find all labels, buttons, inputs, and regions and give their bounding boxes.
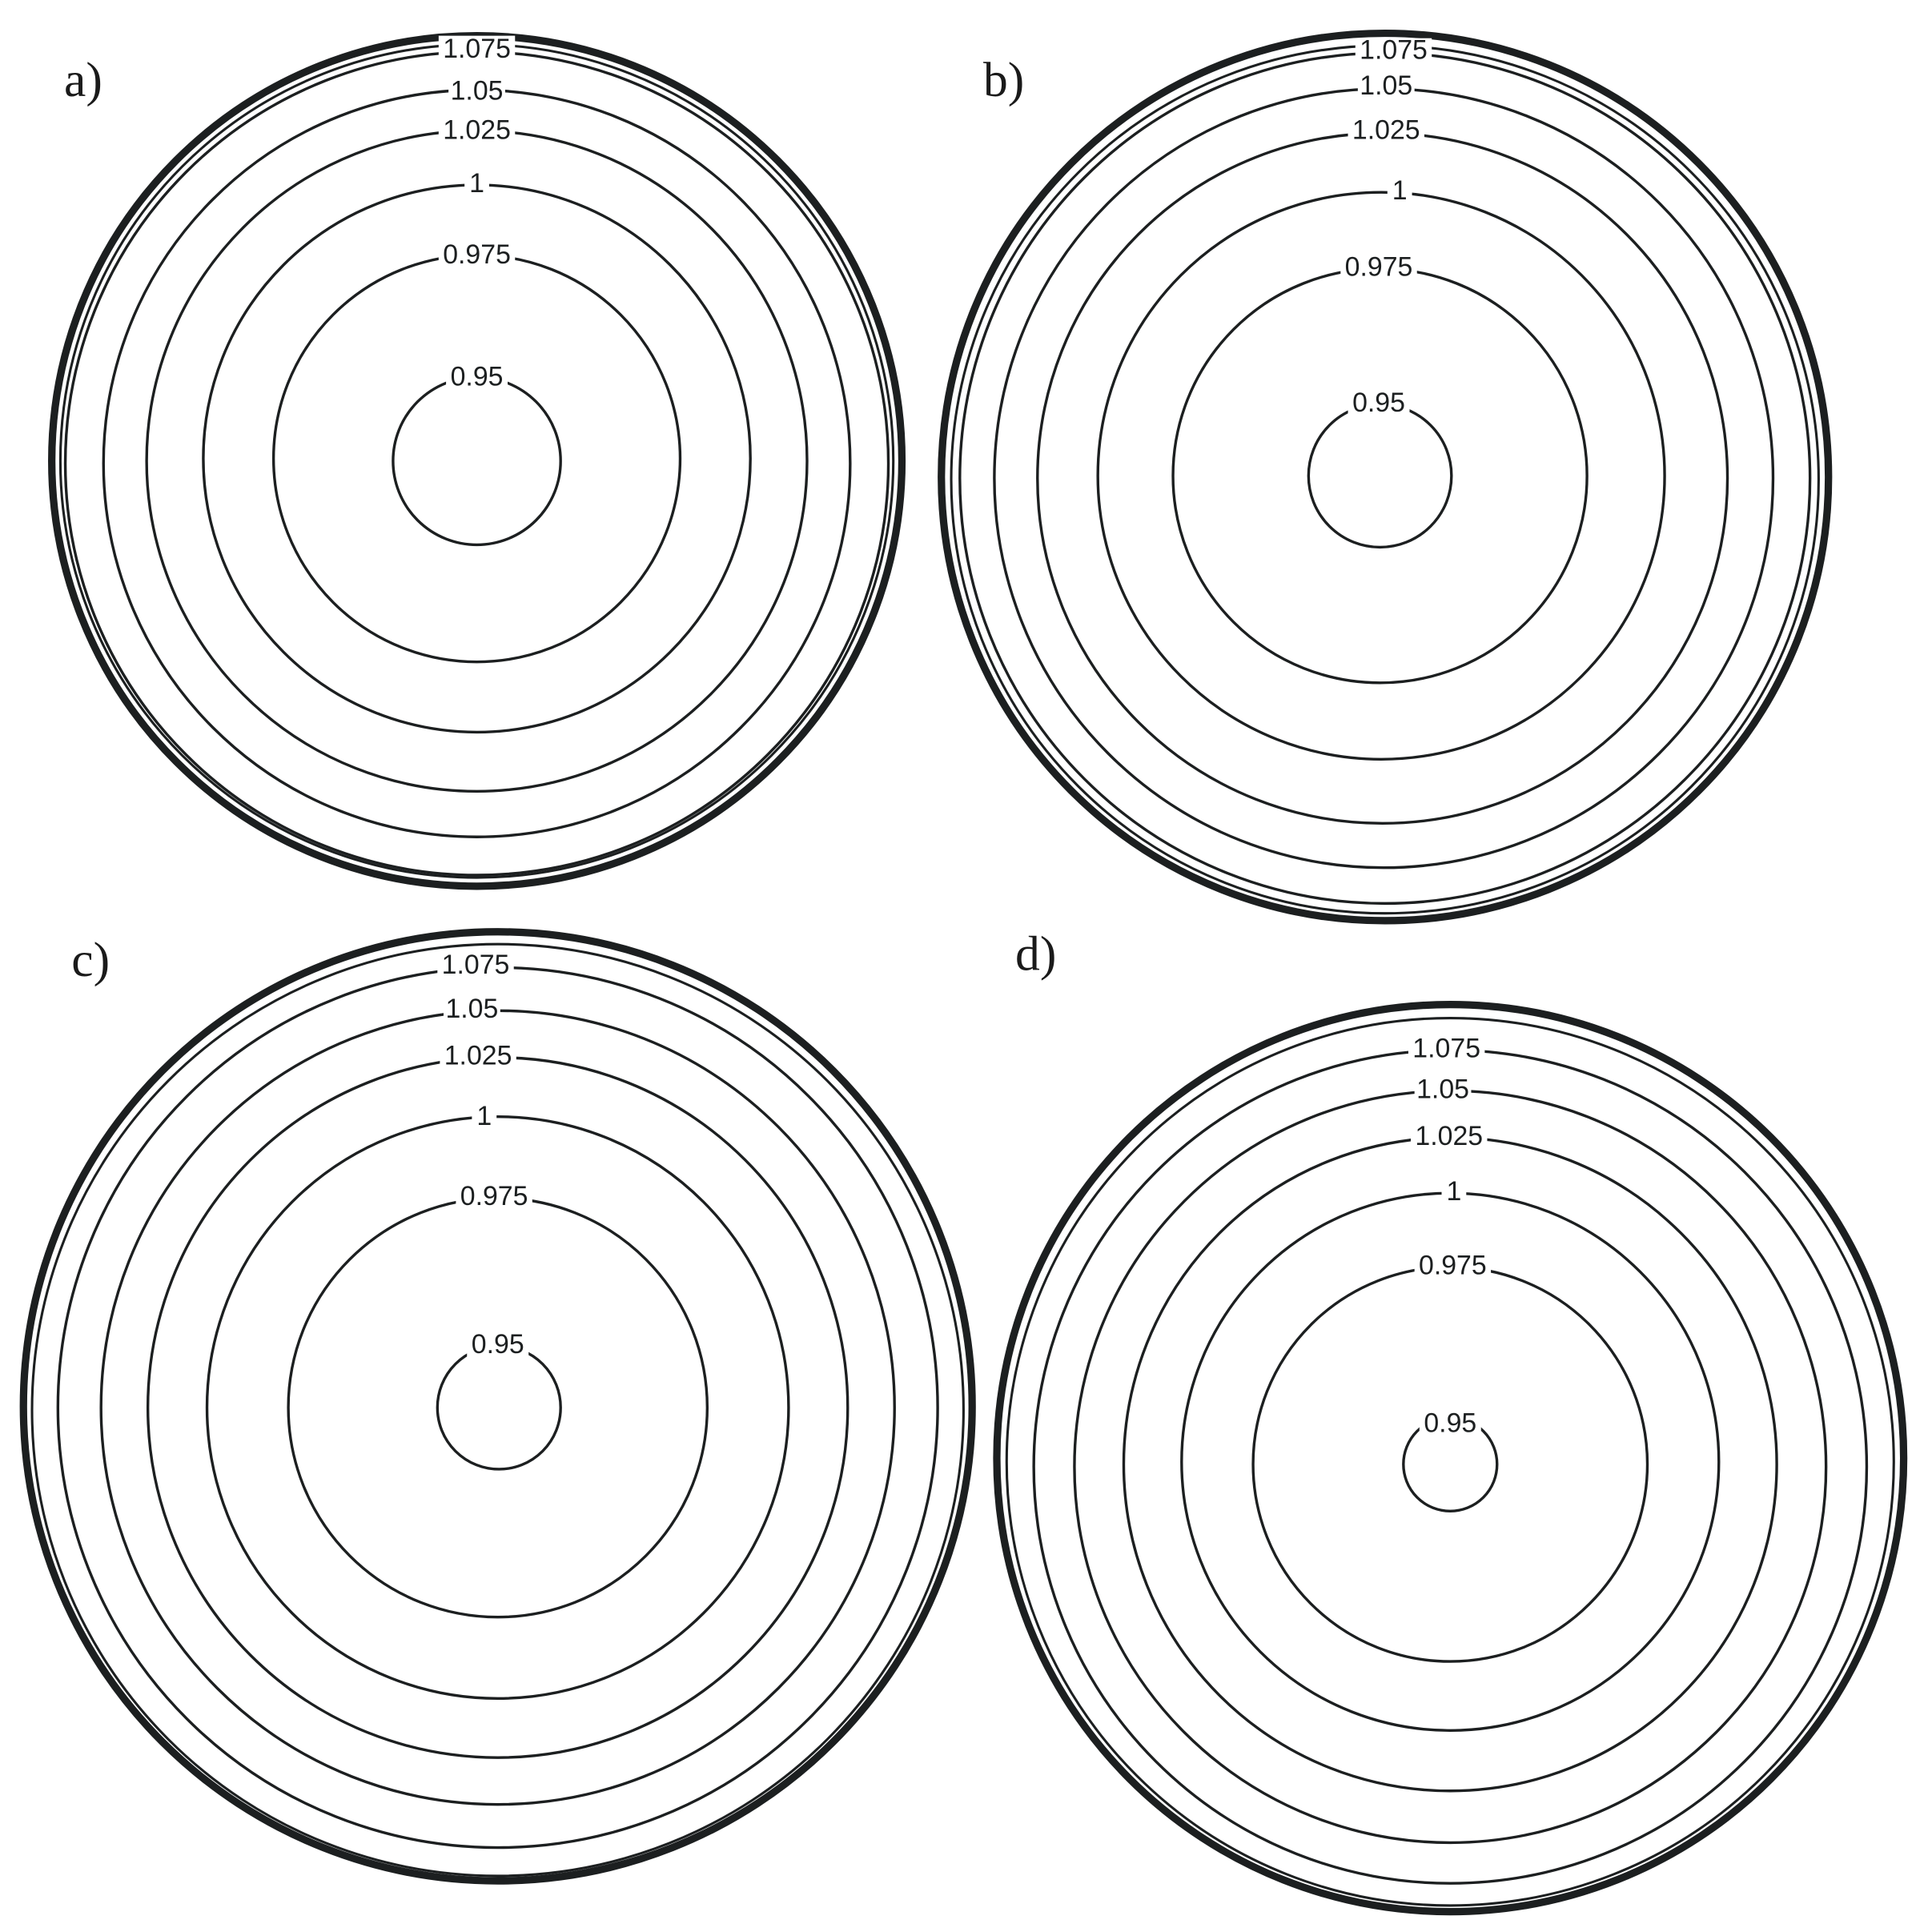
panel-c: c) 1.075 1.05 1.025 1 0.975 0.95	[19, 928, 976, 1885]
contour-label: 0.95	[1424, 1408, 1476, 1438]
panel-b-label: b)	[983, 53, 1024, 107]
panel-d-boundary-inner	[1005, 1017, 1895, 1907]
contour-label: 1.05	[1416, 1074, 1469, 1104]
panel-c-boundary-inner	[30, 942, 965, 1878]
panel-c-boundary	[19, 928, 976, 1885]
contour-0.975	[271, 253, 682, 664]
contour-1	[1096, 191, 1666, 761]
contour-label: 0.95	[451, 362, 504, 392]
panel-b-boundary-inner	[950, 44, 1820, 915]
contour-0.95	[436, 1344, 562, 1471]
contour-label: 1.025	[444, 1041, 512, 1071]
contour-label: 1.05	[445, 994, 498, 1024]
panel-a-boundary	[48, 32, 906, 890]
contour-1	[205, 1115, 790, 1700]
panel-d: d) 1.075 1.05 1.025 1 0.975 0.95	[993, 926, 1908, 1916]
contour-label: 1.05	[1360, 70, 1412, 101]
contour-0.95	[392, 376, 562, 547]
contour-label: 1.075	[1360, 35, 1428, 66]
contour-label: 0.975	[1419, 1250, 1487, 1280]
panel-a-label: a)	[64, 53, 102, 107]
contour-0.975	[1251, 1265, 1649, 1663]
contour-label: 1.05	[451, 75, 504, 106]
contour-label: 0.95	[472, 1329, 524, 1360]
contour-1.025	[1122, 1136, 1778, 1793]
contour-label: 1	[469, 168, 484, 199]
contour-label: 1.025	[443, 115, 511, 146]
contour-label: 1	[1392, 175, 1408, 206]
contour-0.975	[1171, 267, 1589, 685]
contour-0.95	[1307, 403, 1453, 549]
contour-1.025	[1036, 131, 1729, 825]
contour-1.05	[99, 1009, 896, 1806]
contour-label: 0.95	[1352, 388, 1405, 418]
contour-label: 0.975	[1345, 252, 1413, 283]
contour-1.075	[958, 51, 1812, 906]
contour-1.05	[102, 88, 852, 838]
panel-b: b) 1.075 1.05 1.025 1 0.975 0.95	[938, 29, 1833, 925]
contour-label: 1	[1446, 1176, 1461, 1207]
panel-c-label: c)	[71, 933, 110, 987]
contour-label: 1.075	[442, 950, 510, 980]
panel-d-boundary	[993, 1000, 1908, 1916]
contour-1.05	[993, 87, 1775, 870]
contour-label: 1.075	[1412, 1034, 1480, 1064]
contour-label: 1.075	[443, 34, 511, 64]
contour-0.975	[287, 1196, 709, 1619]
contour-1.075	[56, 966, 939, 1850]
contour-label: 1.025	[1352, 115, 1420, 146]
contour-1.025	[145, 129, 809, 793]
contour-1.025	[146, 1056, 850, 1759]
contour-label: 0.975	[443, 239, 511, 270]
contour-label: 1.025	[1415, 1121, 1483, 1151]
panel-b-boundary	[938, 29, 1833, 925]
panel-d-label: d)	[1015, 926, 1056, 981]
panel-a: a) 1.075 1.05 1.025 1 0.975 0.95	[48, 32, 906, 890]
contour-1.075	[1032, 1048, 1869, 1885]
contour-label: 0.975	[460, 1181, 528, 1211]
contour-label: 1	[476, 1101, 492, 1131]
